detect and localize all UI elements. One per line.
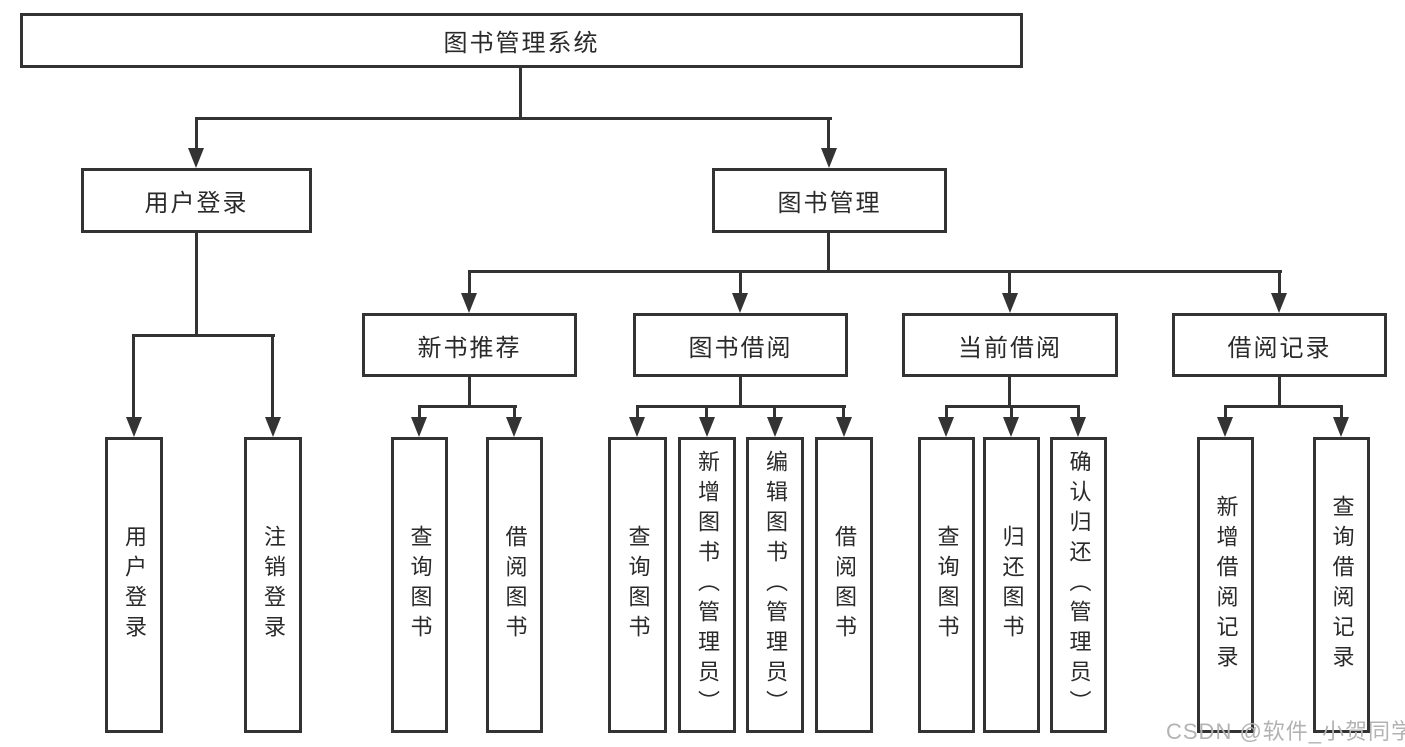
node-label: 查询图书 xyxy=(407,525,433,645)
leaf-query-books-current: 查询图书 xyxy=(918,437,975,733)
connector-arrow xyxy=(265,417,281,437)
node-label: 图书管理 xyxy=(777,190,882,217)
connector-arrow xyxy=(629,417,645,437)
connector-line xyxy=(468,377,471,407)
node-label: 查询图书 xyxy=(934,525,960,645)
connector-line xyxy=(271,334,274,420)
leaf-query-books-recommend: 查询图书 xyxy=(391,437,448,733)
leaf-borrow-books-borrow: 借阅图书 xyxy=(815,437,873,733)
leaf-confirm-return-admin: 确认归还（管理员） xyxy=(1050,437,1107,733)
node-current-borrow: 当前借阅 xyxy=(902,313,1118,377)
leaf-query-borrow-record: 查询借阅记录 xyxy=(1313,437,1370,733)
connector-line xyxy=(842,405,845,420)
connector-arrow xyxy=(188,148,204,168)
connector-line xyxy=(1224,405,1227,420)
connector-arrow xyxy=(836,417,852,437)
connector-line xyxy=(513,405,516,420)
connector-line xyxy=(773,405,776,420)
leaf-return-book: 归还图书 xyxy=(983,437,1040,733)
leaf-user-login: 用户登录 xyxy=(105,437,163,733)
connector-line xyxy=(1010,405,1013,420)
connector-line xyxy=(945,405,948,420)
node-label: 编辑图书（管理员） xyxy=(763,450,788,720)
connector-arrow xyxy=(821,148,837,168)
node-label: 归还图书 xyxy=(999,525,1025,645)
connector-arrow xyxy=(1333,417,1349,437)
connector-line xyxy=(418,405,421,420)
leaf-edit-book-admin: 编辑图书（管理员） xyxy=(746,437,804,733)
leaf-query-books-borrow: 查询图书 xyxy=(608,437,667,733)
connector-arrow xyxy=(732,293,748,313)
connector-line xyxy=(1278,377,1281,407)
node-new-book-recommend: 新书推荐 xyxy=(362,313,577,377)
node-user-login: 用户登录 xyxy=(81,168,312,233)
connector-arrow xyxy=(506,417,522,437)
connector-line xyxy=(1278,270,1281,296)
node-label: 新增借阅记录 xyxy=(1213,495,1239,675)
node-label: 注销登录 xyxy=(261,525,286,645)
node-label: 新书推荐 xyxy=(417,334,522,362)
node-label: 查询图书 xyxy=(625,525,651,645)
connector-line xyxy=(1077,405,1080,420)
watermark-text: CSDN @软件_小贺同学 xyxy=(1166,719,1405,744)
node-label: 查询借阅记录 xyxy=(1329,495,1355,675)
connector-line xyxy=(132,334,275,337)
node-label: 借阅记录 xyxy=(1227,334,1332,362)
connector-line xyxy=(195,117,198,150)
connector-arrow xyxy=(411,417,427,437)
leaf-borrow-books-recommend: 借阅图书 xyxy=(486,437,543,733)
connector-arrow xyxy=(1070,417,1086,437)
node-label: 确认归还（管理员） xyxy=(1066,450,1092,720)
connector-line xyxy=(468,270,471,296)
node-borrow-records: 借阅记录 xyxy=(1172,313,1387,377)
connector-arrow xyxy=(938,417,954,437)
node-label: 借阅图书 xyxy=(502,525,528,645)
connector-line xyxy=(1008,270,1011,296)
connector-line xyxy=(1224,405,1343,408)
connector-arrow xyxy=(461,293,477,313)
connector-arrow xyxy=(1002,293,1018,313)
node-library-system: 图书管理系统 xyxy=(20,13,1023,68)
node-book-borrow: 图书借阅 xyxy=(633,313,848,377)
connector-arrow xyxy=(699,417,715,437)
node-label: 用户登录 xyxy=(144,190,249,217)
node-label: 新增图书（管理员） xyxy=(695,450,720,720)
node-label: 图书管理系统 xyxy=(443,30,600,57)
connector-line xyxy=(195,117,832,120)
node-label: 用户登录 xyxy=(122,525,147,645)
connector-line xyxy=(1008,377,1011,407)
connector-arrow xyxy=(767,417,783,437)
connector-line xyxy=(1340,405,1343,420)
connector-arrow xyxy=(1003,417,1019,437)
connector-line xyxy=(827,233,830,272)
leaf-logout: 注销登录 xyxy=(244,437,302,733)
connector-line xyxy=(132,334,135,420)
connector-line xyxy=(195,233,198,336)
connector-arrow xyxy=(1271,293,1287,313)
connector-line xyxy=(739,377,742,407)
connector-line xyxy=(519,68,522,118)
leaf-add-book-admin: 新增图书（管理员） xyxy=(678,437,736,733)
connector-line xyxy=(739,270,742,296)
connector-line xyxy=(468,270,1282,273)
connector-arrow xyxy=(126,417,142,437)
connector-line xyxy=(705,405,708,420)
connector-line xyxy=(418,405,517,408)
connector-arrow xyxy=(1217,417,1233,437)
connector-line xyxy=(636,405,639,420)
leaf-add-borrow-record: 新增借阅记录 xyxy=(1197,437,1254,733)
connector-line xyxy=(636,405,846,408)
node-label: 当前借阅 xyxy=(958,334,1062,362)
node-label: 图书借阅 xyxy=(688,334,793,362)
node-book-management: 图书管理 xyxy=(712,168,947,233)
node-label: 借阅图书 xyxy=(832,525,857,645)
connector-line xyxy=(827,117,830,150)
